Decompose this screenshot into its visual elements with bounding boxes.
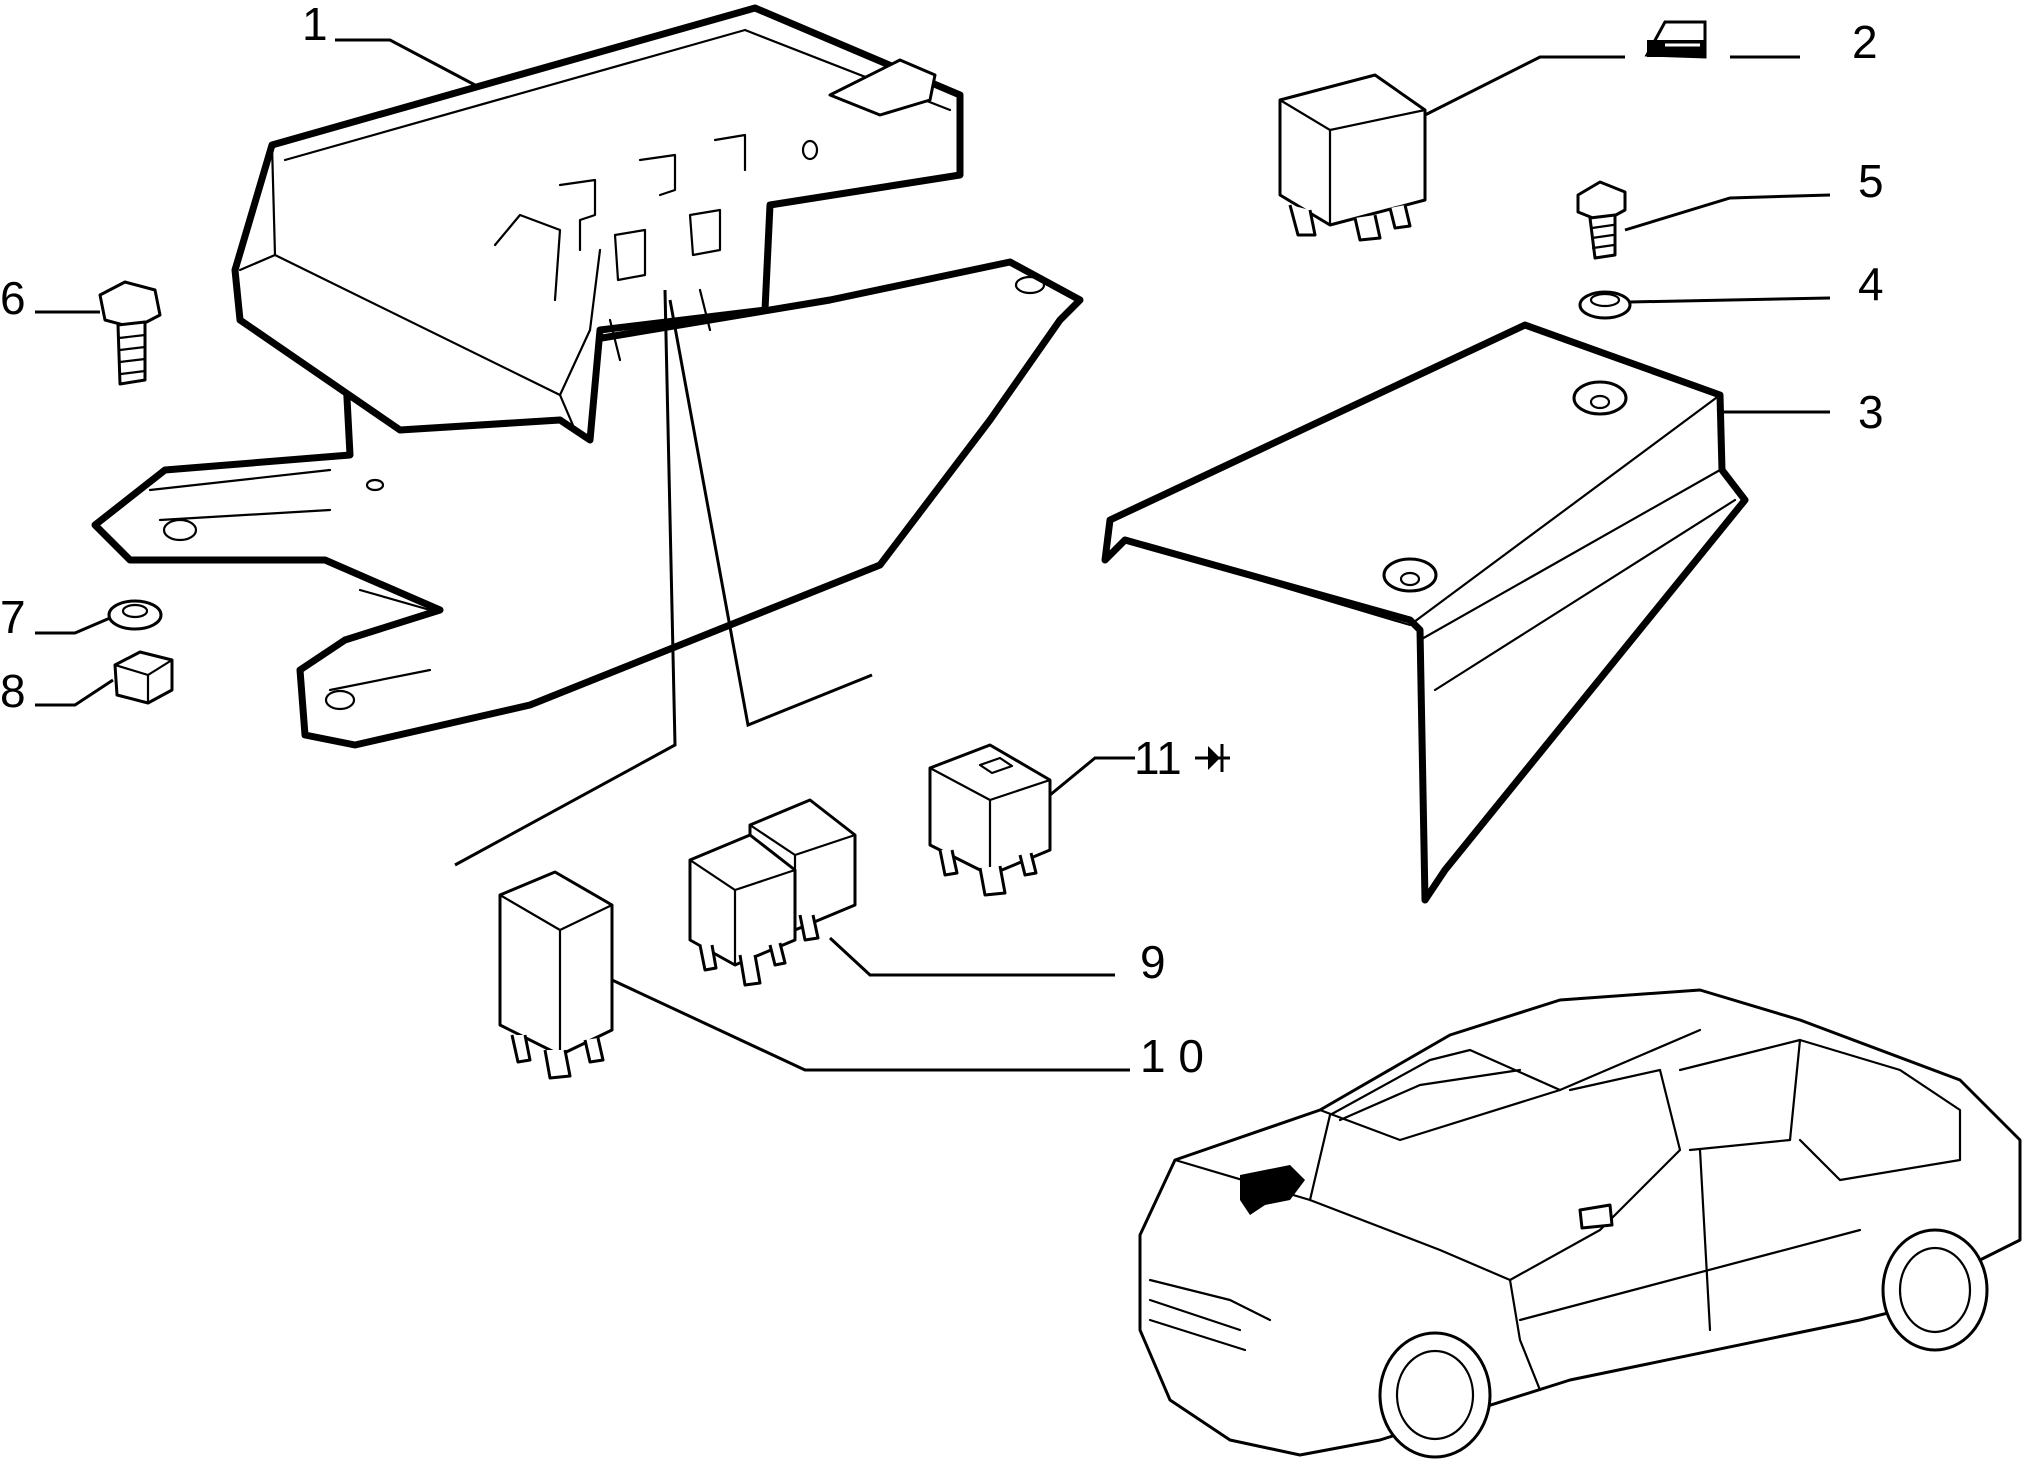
washer-7 <box>107 599 163 631</box>
callout-2: 2 <box>1852 16 1878 68</box>
callout-9: 9 <box>1140 936 1166 988</box>
washer-4 <box>1578 290 1632 320</box>
callout-4: 4 <box>1858 258 1884 310</box>
leader-lines <box>35 38 1831 1072</box>
cover-outline <box>1101 321 1749 904</box>
nut-8 <box>113 650 174 705</box>
large-relay <box>1278 73 1427 242</box>
car-illustration <box>1138 988 2022 1459</box>
explode-guides <box>454 289 873 867</box>
callout-3: 3 <box>1858 386 1884 438</box>
tall-relay <box>498 870 614 1080</box>
relay-box-body <box>231 4 964 444</box>
diode-icon <box>1195 744 1230 772</box>
bracket-plate <box>91 258 1084 749</box>
callout-7: 7 <box>0 591 26 643</box>
relay-box-location-marker <box>1240 1165 1305 1215</box>
callout-1: 1 <box>302 0 328 50</box>
mini-relay-pair <box>688 798 857 987</box>
bolt-5 <box>1576 180 1627 260</box>
diode-relay <box>928 743 1052 897</box>
bolt-6 <box>98 280 162 386</box>
callout-8: 8 <box>0 665 26 717</box>
callout-6: 6 <box>0 272 26 324</box>
callout-11: 11 <box>1134 732 1182 784</box>
relay-box-cover <box>1101 321 1749 904</box>
relay-box-bracket <box>91 4 1084 749</box>
callout-10: 1 0 <box>1140 1030 1204 1082</box>
callout-5: 5 <box>1858 155 1884 207</box>
callout-labels: 1 2 3 4 5 6 7 8 9 1 0 11 <box>0 0 1884 1082</box>
door-lock-icon <box>1644 20 1707 59</box>
